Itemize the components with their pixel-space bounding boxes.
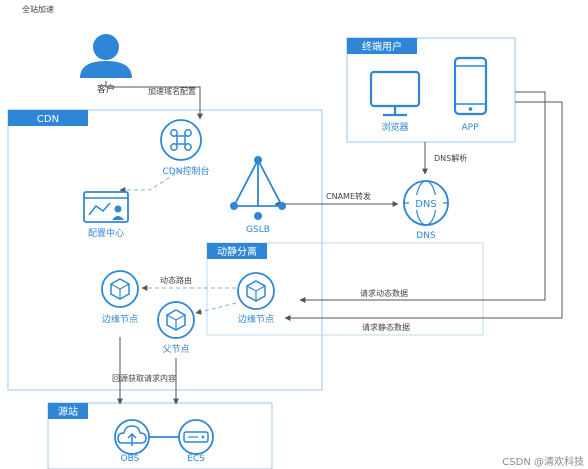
cube-node-icon bbox=[237, 272, 275, 310]
end-user-group-label: 终端用户 bbox=[362, 40, 402, 53]
edge-console-config bbox=[119, 169, 182, 193]
phone-icon bbox=[453, 56, 488, 116]
origin-group: 源站 bbox=[47, 402, 273, 469]
ecs-node: ECS bbox=[178, 419, 214, 464]
edge-accel-config-label: 加速域名配置 bbox=[148, 86, 196, 96]
app-node: APP bbox=[453, 56, 488, 133]
network-hub-icon bbox=[160, 119, 202, 161]
edge-dns-resolve-label: DNS解析 bbox=[434, 153, 467, 163]
gslb-node: GSLB bbox=[230, 156, 286, 235]
dashboard-icon bbox=[83, 191, 129, 223]
gslb-label: GSLB bbox=[246, 225, 270, 235]
ecs-label: ECS bbox=[187, 454, 205, 464]
parent-node: 父节点 bbox=[157, 301, 195, 355]
dynamic-static-group: 动静分离 bbox=[206, 242, 484, 336]
edge-back-to-origin-label: 回源获取请求内容 bbox=[112, 373, 176, 383]
cube-node-icon bbox=[157, 301, 195, 339]
edge-node-right-label: 边缘节点 bbox=[238, 313, 274, 325]
config-center-label: 配置中心 bbox=[88, 227, 124, 239]
edge-node-left: 边缘节点 bbox=[101, 270, 139, 325]
edge-node-right: 边缘节点 bbox=[237, 272, 275, 325]
cube-node-icon bbox=[101, 270, 139, 308]
server-icon bbox=[178, 419, 214, 455]
edge-edge-to-parent bbox=[195, 302, 237, 315]
edge-accel-config bbox=[105, 81, 203, 120]
cdn-console-node: CDN控制台 bbox=[160, 119, 210, 177]
edge-cname-label: CNAME转发 bbox=[326, 191, 371, 201]
cloud-upload-icon bbox=[114, 419, 150, 455]
browser-node: 浏览器 bbox=[369, 70, 421, 133]
edge-request-static-label: 请求静态数据 bbox=[362, 322, 410, 332]
obs-node: OBS bbox=[114, 419, 150, 464]
monitor-icon bbox=[369, 70, 421, 117]
dns-label: DNS bbox=[416, 231, 436, 241]
end-user-group: 终端用户 bbox=[346, 37, 516, 143]
customer-label: 客户 bbox=[97, 83, 115, 95]
dns-node: DNS DNS bbox=[403, 180, 449, 241]
edge-node-left-label: 边缘节点 bbox=[102, 313, 138, 325]
config-center-node: 配置中心 bbox=[83, 191, 129, 239]
app-label: APP bbox=[461, 123, 479, 133]
edge-request-dynamic-label: 请求动态数据 bbox=[360, 288, 408, 298]
dns-icon-text: DNS bbox=[415, 199, 437, 210]
cdn-console-label: CDN控制台 bbox=[163, 165, 210, 177]
cdn-group: CDN bbox=[7, 109, 323, 391]
origin-group-label: 源站 bbox=[58, 405, 78, 418]
diagram-title: 全站加速 bbox=[22, 4, 54, 14]
person-icon bbox=[80, 34, 132, 78]
gslb-pyramid-icon bbox=[230, 156, 286, 220]
browser-label: 浏览器 bbox=[381, 121, 408, 133]
edge-request-static bbox=[284, 101, 563, 321]
dynamic-static-group-label: 动静分离 bbox=[217, 245, 257, 258]
obs-label: OBS bbox=[121, 454, 140, 464]
watermark: CSDN @清欢科技 bbox=[502, 455, 584, 468]
edge-request-dynamic bbox=[299, 91, 546, 303]
parent-node-label: 父节点 bbox=[162, 344, 189, 355]
cdn-group-label: CDN bbox=[37, 114, 59, 125]
customer-node: 客户 bbox=[80, 34, 132, 95]
edge-dynamic-route-label: 动态路由 bbox=[160, 275, 192, 285]
dns-globe-icon: DNS bbox=[403, 180, 449, 226]
